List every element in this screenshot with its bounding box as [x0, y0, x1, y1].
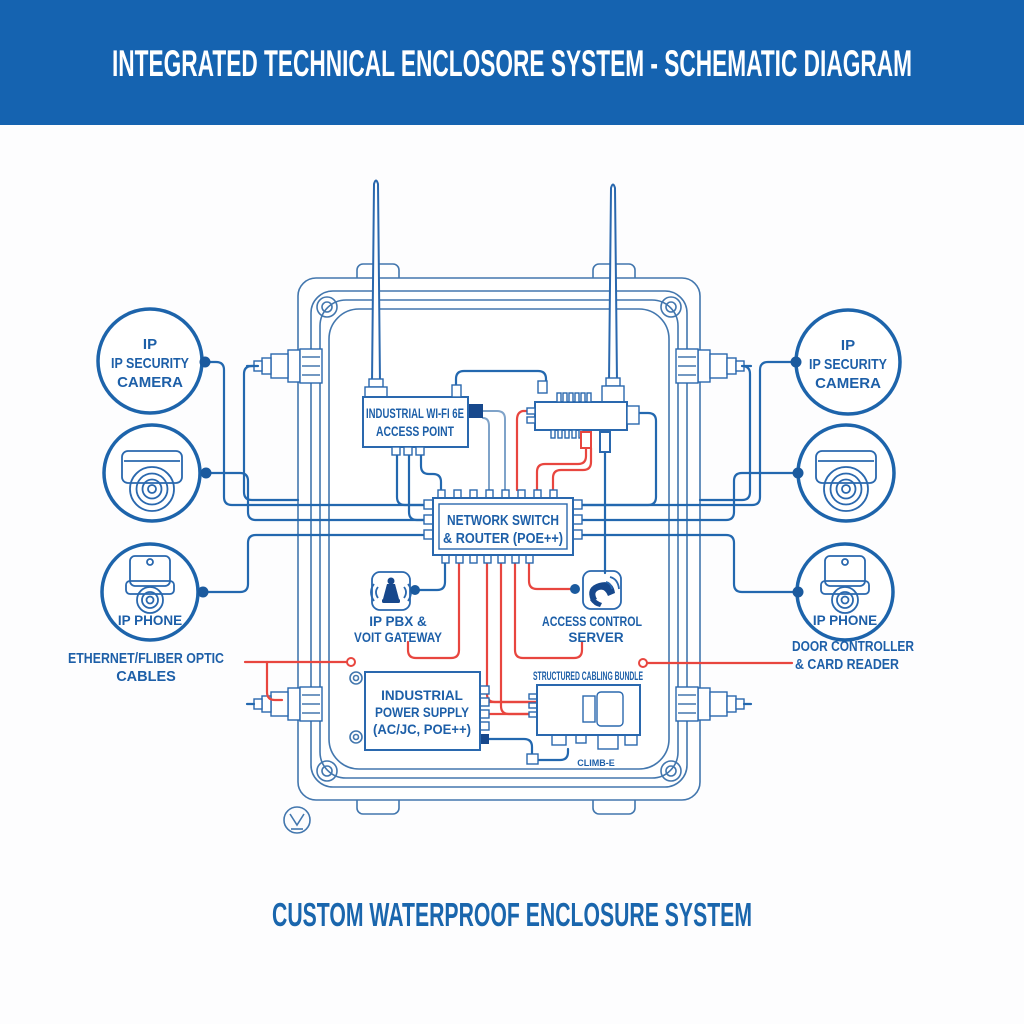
ip-phone-right: IP PHONE — [792, 542, 895, 642]
pbx-phone-glyph — [370, 577, 412, 603]
handset-glyph — [589, 576, 620, 607]
enclosure-wall — [310, 290, 688, 788]
cabling-bundle: STRUCTURED CABLING BUNDLE CLIMB-E — [526, 671, 643, 768]
header-background — [0, 0, 1024, 125]
access-point-box — [362, 396, 469, 448]
power-supply-dc-port — [480, 734, 489, 744]
ip-security-camera-left: IP IP SECURITY CAMERA — [96, 307, 211, 415]
router-red-connector — [580, 431, 592, 449]
cables-label: ETHERNET/FLIBER OPTIC CABLES — [68, 651, 224, 685]
red-wall-marker — [346, 657, 356, 667]
connection-dot — [792, 586, 804, 598]
header-bar: INTEGRATED TECHNICAL ENCLOSORE SYSTEM - … — [0, 0, 1024, 125]
camera-label-line2: IP SECURITY — [809, 356, 887, 373]
connection-dot — [790, 356, 802, 368]
cabling-teeth — [528, 693, 638, 750]
cables-label-line2: CABLES — [116, 669, 176, 685]
ip-phone-label: IP PHONE — [118, 613, 182, 628]
dome-camera-left — [102, 423, 212, 523]
router-port-teeth — [526, 392, 592, 439]
jumper-connector — [537, 380, 548, 394]
power-supply-label-3: (AC/JC, POE++) — [373, 722, 471, 737]
power-supply-label-1: INDUSTRIAL — [381, 688, 463, 703]
cable-gland-top-right — [675, 348, 753, 384]
door-label-line2: & CARD READER — [795, 657, 899, 673]
corner-screws — [316, 296, 682, 782]
connection-dot — [199, 356, 211, 368]
pbx-label-1: IP PBX & — [369, 614, 427, 629]
router-side-port — [626, 405, 640, 425]
connection-dot — [792, 467, 804, 479]
camera-label-line2: IP SECURITY — [111, 355, 189, 372]
network-switch-label-2: & ROUTER (POE++) — [443, 531, 563, 547]
ip-phone-label: IP PHONE — [813, 613, 877, 628]
router-blue-connector — [599, 431, 611, 453]
access-control-server: ACCESS CONTROL SERVER — [542, 570, 642, 645]
access-control-label-2: SERVER — [568, 630, 624, 645]
camera-label-line1: IP — [143, 336, 157, 353]
panel-bosses — [349, 671, 363, 744]
power-supply-label-2: POWER SUPPLY — [375, 705, 469, 720]
network-switch-inner — [438, 503, 568, 550]
pbx-label-2: VOIT GATEWAY — [354, 630, 442, 645]
footer-title: CUSTOM WATERPROOF ENCLOSURE SYSTEM — [272, 896, 752, 933]
red-wall-marker — [638, 658, 648, 668]
cable-gland-bottom-right — [675, 686, 753, 722]
ip-phone-left: IP PHONE — [100, 542, 209, 642]
uplink-port — [469, 404, 483, 418]
access-point: INDUSTRIAL WI-FI 6E ACCESS POINT — [362, 380, 548, 456]
access-control-connection-dot — [570, 584, 580, 594]
antenna-right — [601, 183, 625, 403]
network-switch: NETWORK SWITCH & ROUTER (POE++) — [423, 489, 583, 564]
right-peripherals: IP IP SECURITY CAMERA IP PHONE — [790, 308, 902, 642]
ip-security-camera-right: IP IP SECURITY CAMERA — [790, 308, 902, 416]
router-device-box — [534, 401, 628, 431]
dome-camera-right — [792, 423, 896, 523]
cabling-label: STRUCTURED CABLING BUNDLE — [533, 671, 643, 683]
cable-gland-top-left — [245, 348, 323, 384]
enclosure-inner-panel — [328, 308, 670, 770]
connection-dot — [197, 586, 209, 598]
access-point-label-2: ACCESS POINT — [376, 423, 454, 439]
power-supply: INDUSTRIAL POWER SUPPLY (AC/JC, POE++) — [349, 671, 490, 751]
cabling-sub-label: CLIMB-E — [577, 758, 615, 768]
camera-label-line3: CAMERA — [815, 375, 881, 392]
enclosure-gasket — [319, 299, 679, 779]
pbx-icon — [371, 571, 411, 611]
left-peripherals: IP IP SECURITY CAMERA IP PHONE — [96, 307, 212, 642]
camera-label-line3: CAMERA — [117, 374, 183, 391]
cabling-plug — [582, 695, 596, 723]
door-controller-label: DOOR CONTROLLER & CARD READER — [792, 639, 914, 673]
inline-coupler — [526, 753, 539, 765]
cable-gland-bottom-left — [245, 686, 323, 722]
cables-label-line1: ETHERNET/FLIBER OPTIC — [68, 651, 224, 667]
pbx-connection-dot — [410, 585, 420, 595]
network-switch-label-1: NETWORK SWITCH — [447, 513, 559, 529]
access-point-label-1: INDUSTRIAL WI-FI 6E — [366, 405, 464, 421]
access-control-icon — [582, 570, 622, 610]
access-control-label-1: ACCESS CONTROL — [542, 614, 642, 629]
ip-pbx-gateway: IP PBX & VOIT GATEWAY — [354, 571, 442, 645]
camera-label-line1: IP — [841, 337, 855, 354]
ethernet-wires-blue — [201, 360, 800, 762]
router-device — [526, 392, 640, 453]
cable-glands — [245, 348, 753, 722]
cabling-connector — [596, 691, 624, 727]
power-supply-box — [364, 671, 481, 751]
page-title: INTEGRATED TECHNICAL ENCLOSORE SYSTEM - … — [112, 43, 912, 84]
connection-dot — [200, 467, 212, 479]
door-label-line1: DOOR CONTROLLER — [792, 639, 914, 655]
jumper-connector — [451, 384, 462, 398]
ground-symbol — [283, 806, 311, 834]
